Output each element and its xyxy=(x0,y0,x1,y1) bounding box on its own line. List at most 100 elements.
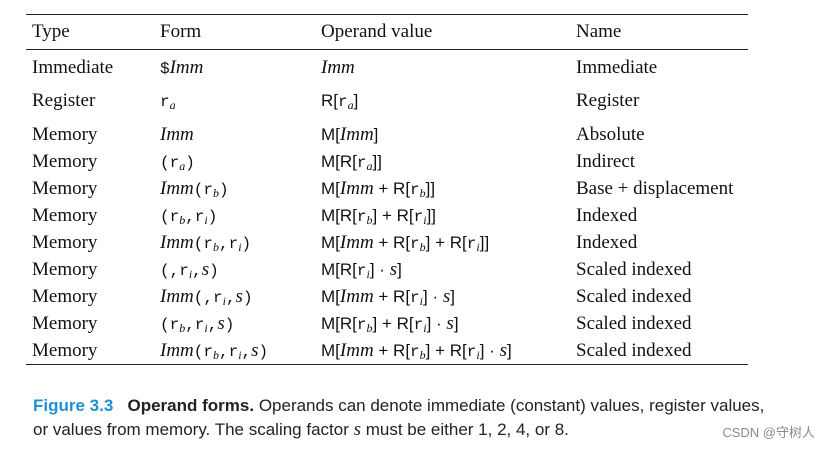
expr-segment: r xyxy=(410,234,420,253)
expr-segment: i xyxy=(366,266,370,281)
cell-type: Memory xyxy=(32,285,98,307)
cell-name: Absolute xyxy=(576,123,645,145)
expr-segment: i xyxy=(419,293,423,308)
cell-form: ra xyxy=(154,81,315,121)
expr-segment: ]] xyxy=(479,232,490,252)
expr-segment: (,r xyxy=(160,261,189,280)
expr-segment: i xyxy=(204,320,208,335)
expr-segment: r xyxy=(410,342,420,361)
expr-segment: ] xyxy=(453,313,459,333)
cell-operand-value: M[Imm + R[ri] · s] xyxy=(315,283,570,310)
table-row: Memory(rb,ri)M[R[rb] + R[ri]]Indexed xyxy=(26,202,748,229)
expr-segment: ] xyxy=(450,286,455,306)
expr-segment: r xyxy=(413,315,424,334)
expr-segment: r xyxy=(356,315,367,334)
cell-operand-value: M[Imm] xyxy=(315,121,570,148)
header-name: Name xyxy=(576,21,622,42)
expr-segment: ) xyxy=(209,261,219,280)
cell-form: (rb,ri) xyxy=(154,202,315,229)
expr-segment: i xyxy=(423,212,427,227)
cell-form: Imm(,ri,s) xyxy=(154,283,315,310)
expr-segment: i xyxy=(238,239,242,254)
expr-segment: Imm xyxy=(169,57,204,78)
expr-segment: ] · xyxy=(423,286,443,306)
expr-segment: ] · xyxy=(369,259,390,279)
expr-segment: + R[ xyxy=(373,178,411,198)
expr-segment: ,r xyxy=(218,342,239,361)
cell-name: Indirect xyxy=(576,150,636,172)
expr-segment: Imm xyxy=(339,177,374,199)
figure-caption: Figure 3.3 Operand forms. Operands can d… xyxy=(33,394,773,442)
figure-title: Operand forms. xyxy=(127,396,255,415)
expr-segment: (r xyxy=(193,342,213,361)
cell-type: Memory xyxy=(32,150,98,172)
cell-form: Imm(rb,ri) xyxy=(154,229,315,256)
expr-segment: (r xyxy=(160,315,180,334)
expr-segment: ) xyxy=(185,153,195,172)
expr-segment: ] xyxy=(506,340,512,360)
expr-segment: ) xyxy=(242,288,253,307)
expr-segment: M[ xyxy=(321,340,340,360)
cell-name: Indexed xyxy=(576,231,638,253)
expr-segment: (,r xyxy=(193,288,223,307)
expr-segment: b xyxy=(212,239,219,254)
expr-segment: Imm xyxy=(160,177,194,199)
expr-segment: , xyxy=(207,315,218,334)
expr-segment: M[R[ xyxy=(321,151,357,171)
watermark: CSDN @守树人 xyxy=(722,425,815,440)
operand-forms-table-wrapper: Type Form Operand value Name Immediate$I… xyxy=(26,14,748,365)
expr-segment: i xyxy=(222,293,226,308)
expr-segment: ) xyxy=(224,315,235,334)
expr-segment: ,r xyxy=(185,207,205,226)
cell-operand-value: R[ra] xyxy=(315,81,570,121)
cell-operand-value: Imm xyxy=(315,49,570,81)
expr-segment: + R[ xyxy=(373,340,411,360)
cell-name: Register xyxy=(576,90,640,111)
expr-segment: r xyxy=(410,180,420,199)
expr-segment: i xyxy=(423,320,427,335)
expr-segment: (r xyxy=(160,207,180,226)
expr-segment: M[R[ xyxy=(321,205,357,225)
expr-segment: ] · xyxy=(479,340,500,360)
expr-segment: (r xyxy=(160,153,180,172)
table-row: Memory(,ri,s)M[R[ri] · s]Scaled indexed xyxy=(26,256,748,283)
expr-segment: r xyxy=(338,93,348,111)
expr-segment: s xyxy=(235,285,243,307)
expr-segment: a xyxy=(366,158,373,173)
expr-segment: b xyxy=(419,347,426,362)
expr-segment: Imm xyxy=(339,123,374,145)
expr-segment: (r xyxy=(193,234,213,253)
expr-segment: Imm xyxy=(339,231,374,253)
expr-segment: r xyxy=(356,153,367,172)
expr-segment: + R[ xyxy=(373,286,411,306)
expr-segment: ) xyxy=(241,234,252,253)
expr-segment: ) xyxy=(218,180,229,199)
expr-segment: Imm xyxy=(160,285,194,307)
expr-segment: r xyxy=(466,342,477,361)
figure-number: Figure 3.3 xyxy=(33,396,114,415)
expr-segment: Imm xyxy=(160,123,194,145)
expr-segment: r xyxy=(160,93,170,111)
expr-segment: r xyxy=(356,261,367,280)
expr-segment: , xyxy=(241,342,252,361)
expr-segment: ] xyxy=(353,91,359,110)
expr-segment: M[ xyxy=(321,286,340,306)
cell-form: $Imm xyxy=(154,49,315,81)
expr-segment: ]] xyxy=(426,205,437,225)
expr-segment: M[R[ xyxy=(321,313,357,333)
expr-segment: , xyxy=(192,261,202,280)
cell-operand-value: M[R[ra]] xyxy=(315,148,570,175)
expr-segment: + R[ xyxy=(373,232,411,252)
caption-text-before: Operands can denote immediate (constant)… xyxy=(33,396,765,439)
caption-text-after: must be either 1, 2, 4, or 8. xyxy=(361,420,569,439)
expr-segment: b xyxy=(212,185,219,200)
expr-segment: Imm xyxy=(160,339,194,361)
expr-segment: a xyxy=(347,98,354,112)
expr-segment: r xyxy=(410,288,420,307)
expr-segment: , xyxy=(225,288,236,307)
